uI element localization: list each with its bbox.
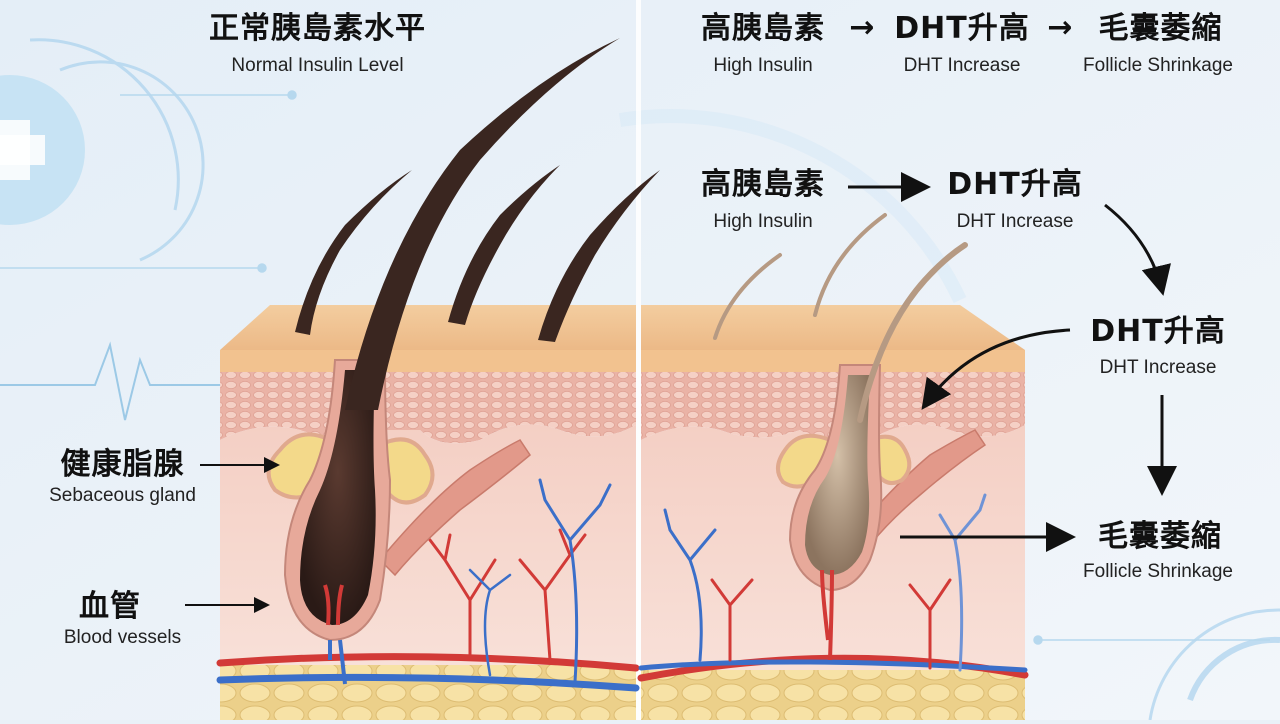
- dht-to-follicle-arrow: [921, 328, 1071, 410]
- flow-dht2-zh: DHT升高: [1090, 314, 1226, 349]
- header-arrow-2: →: [1047, 10, 1073, 45]
- header-step1-zh: 高胰島素: [701, 11, 825, 46]
- decorative-rings: [29, 38, 1280, 721]
- right-hair-shafts: [713, 213, 968, 423]
- left-papilla-vessel: [323, 584, 344, 626]
- medical-cross-icon: [0, 75, 85, 225]
- blood-vessel-label-en: Blood vessels: [63, 627, 182, 648]
- flow-shrink-zh: 毛囊萎縮: [1098, 519, 1222, 554]
- panel-divider: [636, 0, 641, 720]
- right-blood-vessels: [637, 493, 1029, 682]
- left-title-en: Normal Insulin Level: [231, 55, 404, 76]
- flow-insulin-en: High Insulin: [713, 211, 813, 232]
- flow-shrink-en: Follicle Shrinkage: [1083, 561, 1233, 582]
- header-step2-zh: DHT升高: [894, 11, 1030, 46]
- circuit-lines: [0, 90, 1270, 645]
- left-blood-vessels: [216, 478, 640, 692]
- header-step2-en: DHT Increase: [903, 55, 1021, 76]
- left-hair-follicle: [283, 359, 392, 642]
- header-step3-en: Follicle Shrinkage: [1083, 55, 1233, 76]
- right-arrector-muscle: [859, 429, 987, 547]
- left-title-zh: 正常胰島素水平: [209, 11, 426, 46]
- sebaceous-label-zh: 健康脂腺: [60, 447, 185, 482]
- flow-dht1-zh: DHT升高: [947, 167, 1083, 202]
- left-hair-shafts: [295, 38, 660, 410]
- header-step3-zh: 毛囊萎縮: [1098, 11, 1223, 46]
- flow-insulin-zh: 高胰島素: [701, 167, 825, 202]
- left-arrector-muscle: [378, 439, 531, 577]
- left-papilla-vein: [328, 639, 347, 685]
- dht-down-curve-arrow: [1104, 203, 1171, 296]
- heartbeat-line-icon: [0, 341, 220, 421]
- flow-dht2-en: DHT Increase: [1099, 357, 1217, 378]
- sebaceous-label-en: Sebaceous gland: [49, 485, 196, 506]
- header-step1-en: High Insulin: [713, 55, 813, 76]
- header-arrow-1: →: [849, 10, 875, 45]
- blood-vessel-label-zh: 血管: [79, 589, 141, 624]
- flow-dht1-en: DHT Increase: [956, 211, 1074, 232]
- right-papilla-vessel: [820, 569, 834, 661]
